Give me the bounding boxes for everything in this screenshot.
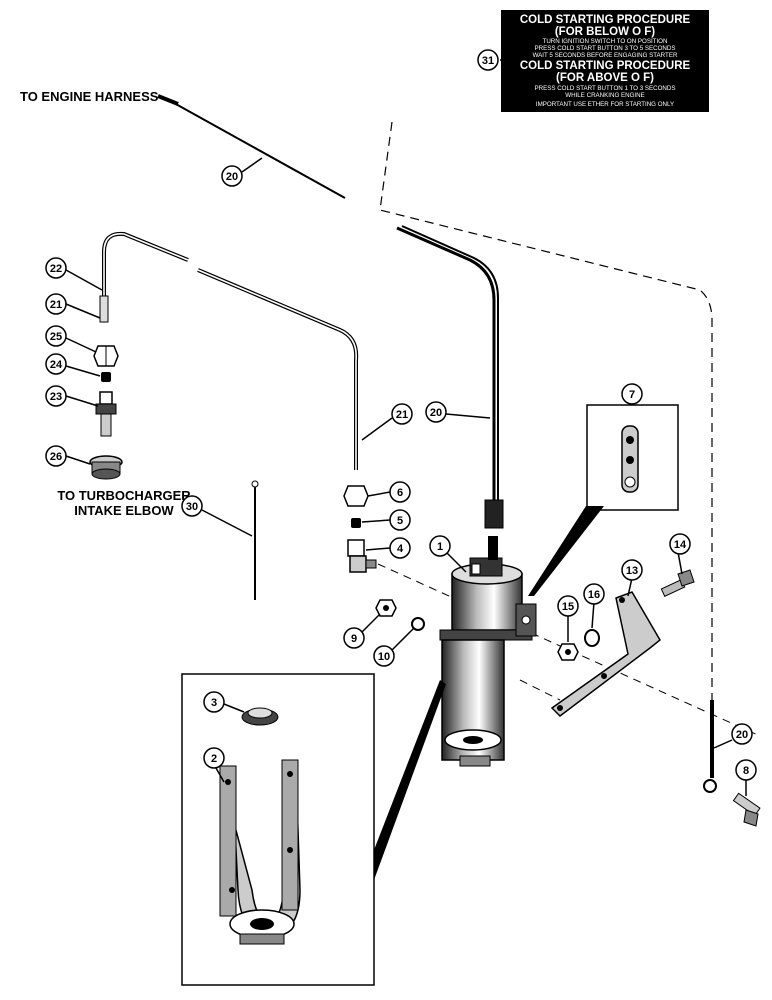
nut-9 [375,599,397,617]
callout-21-left: 21 [50,299,62,311]
assembly-boundary [379,121,713,700]
decal-line-6: IMPORTANT USE ETHER FOR STARTING ONLY [536,101,674,108]
bracket-13 [550,591,661,717]
callout-14: 14 [674,539,687,551]
callout-20-mid: 20 [430,407,442,419]
bushing-26 [89,455,123,480]
callout-6: 6 [397,487,403,499]
decal-title-2: COLD STARTING PROCEDURE [520,60,691,72]
decal-line-2: PRESS COLD START BUTTON 3 TO 5 SECONDS [535,45,676,52]
callout-22: 22 [50,263,62,275]
decal-subtitle-2: (FOR ABOVE O F) [556,72,654,84]
callout-23: 23 [50,391,62,403]
engine-harness-label: TO ENGINE HARNESS [20,89,159,104]
callouts [45,49,757,796]
callout-7: 7 [629,389,635,401]
callout-9: 9 [351,633,357,645]
washer-16 [584,629,600,647]
callout-1: 1 [437,541,443,553]
callout-10: 10 [378,651,390,663]
callout-8: 8 [743,765,749,777]
callout-21-mid: 21 [396,409,408,421]
ferrule-5 [351,518,361,528]
nut-15 [557,643,579,661]
decal-subtitle-1: (FOR BELOW O F) [555,26,655,38]
adapter-23 [95,391,117,437]
decal-line-4: PRESS COLD START BUTTON 1 TO 3 SECONDS [535,85,676,92]
callout-30: 30 [186,501,198,513]
detail-box-7 [528,404,679,596]
turbocharger-label-line1: TO TURBOCHARGER [57,488,191,503]
callout-25: 25 [50,331,62,343]
callout-3: 3 [211,697,217,709]
callout-5: 5 [397,515,403,527]
callout-4: 4 [397,543,404,555]
solenoid-1 [439,536,537,767]
wire-20-solenoid [396,225,504,529]
decal-line-3: WAIT 5 SECONDS BEFORE ENGAGING STARTER [533,52,678,59]
decal-line-1: TURN IGNITION SWITCH TO ON POSITION [543,38,668,45]
turbocharger-label-line2: INTAKE ELBOW [74,503,174,518]
callout-20-right: 20 [736,729,748,741]
callout-13: 13 [626,565,638,577]
wire-20-harness [157,94,346,199]
callout-24: 24 [50,359,63,371]
callout-20-top: 20 [226,171,238,183]
callout-15: 15 [562,601,574,613]
callout-31: 31 [482,55,494,67]
callout-26: 26 [50,451,62,463]
tube-22 [99,231,189,323]
elbow-4 [347,539,377,573]
decal-line-5: WHILE CRANKING ENGINE [565,92,644,99]
callout-16: 16 [588,589,600,601]
decal-31: COLD STARTING PROCEDURE (FOR BELOW O F) … [501,10,709,112]
tube-21 [197,268,359,470]
callout-2: 2 [211,753,217,765]
detail-box-clamp [181,673,446,986]
wire-20-ground [703,700,717,793]
rod-30 [251,480,259,600]
ferrule-24 [101,372,111,382]
decal-title-1: COLD STARTING PROCEDURE [520,14,691,26]
bolt-14 [660,569,695,597]
washer-10 [411,617,425,631]
nut-25 [93,345,119,367]
bolt-8 [732,792,761,827]
nut-6 [343,485,369,507]
